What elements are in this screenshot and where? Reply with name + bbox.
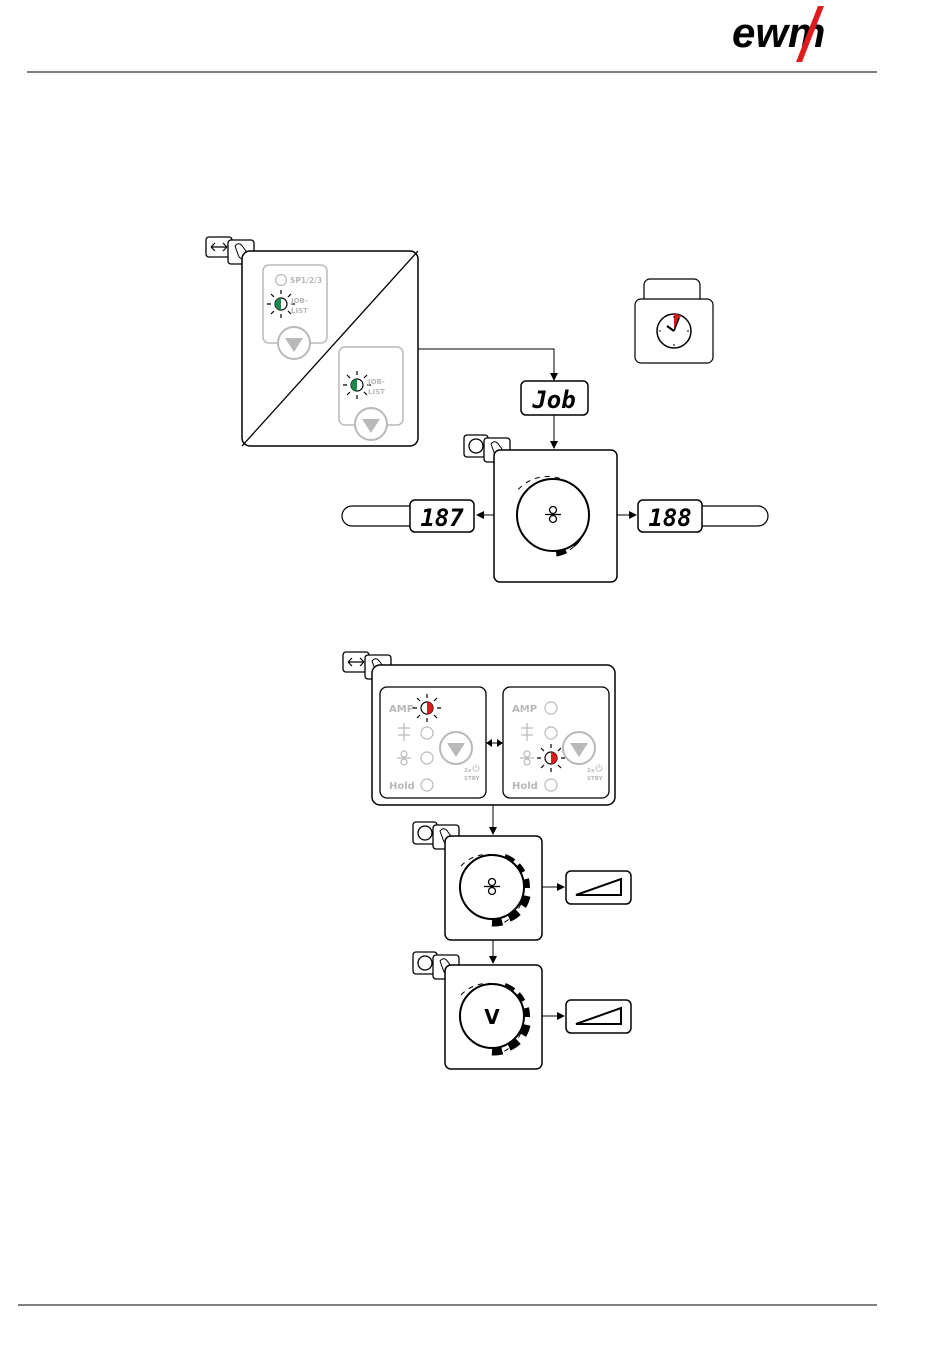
connector-arrow <box>418 349 554 380</box>
rotary-knob-box <box>445 836 542 940</box>
display-panel-left: AMP Hold 2x STBY <box>380 687 486 798</box>
rotary-knob[interactable] <box>460 855 524 919</box>
ramp-display <box>566 871 631 904</box>
down-button[interactable] <box>440 732 472 764</box>
joblist-label-2: LIST <box>291 307 308 315</box>
sp-label: SP1/2/3 <box>290 276 322 285</box>
rotary-knob[interactable] <box>517 479 589 551</box>
voltage-label: V <box>484 1005 500 1029</box>
display-panel-right: AMP Hold 2x STBY <box>503 687 609 798</box>
rotary-knob[interactable]: V <box>460 984 524 1048</box>
down-button[interactable] <box>278 327 310 359</box>
job-display: Job <box>521 381 588 415</box>
ramp-display <box>566 1000 631 1033</box>
time-clock-box <box>635 279 713 363</box>
job-display-text: Job <box>531 386 575 414</box>
next-value-display: 188 <box>638 500 768 532</box>
amp-label: AMP <box>512 704 537 715</box>
next-value-text: 188 <box>648 504 691 532</box>
hold-label: Hold <box>389 781 415 792</box>
rotary-knob-box <box>494 450 617 582</box>
prev-value-display: 187 <box>342 500 474 532</box>
joblist-label-1: JOB- <box>367 378 385 386</box>
prev-value-text: 187 <box>420 504 464 532</box>
standby-label-2: STBY <box>464 776 481 782</box>
down-button[interactable] <box>355 408 387 440</box>
down-button[interactable] <box>563 732 595 764</box>
mode-select-panel: SP1/2/3 JOB- LIST JOB- LIST <box>242 251 418 446</box>
rotary-knob-box: V <box>445 965 542 1069</box>
joblist-label-2: LIST <box>368 388 385 396</box>
joblist-label-1: JOB- <box>290 297 308 305</box>
clock-icon <box>657 314 691 348</box>
amp-label: AMP <box>389 704 414 715</box>
brand-logo: ewm <box>732 6 825 62</box>
standby-label-1: 2x <box>464 768 472 774</box>
hold-label: Hold <box>512 781 538 792</box>
standby-label-1: 2x <box>587 768 595 774</box>
standby-label-2: STBY <box>587 776 604 782</box>
